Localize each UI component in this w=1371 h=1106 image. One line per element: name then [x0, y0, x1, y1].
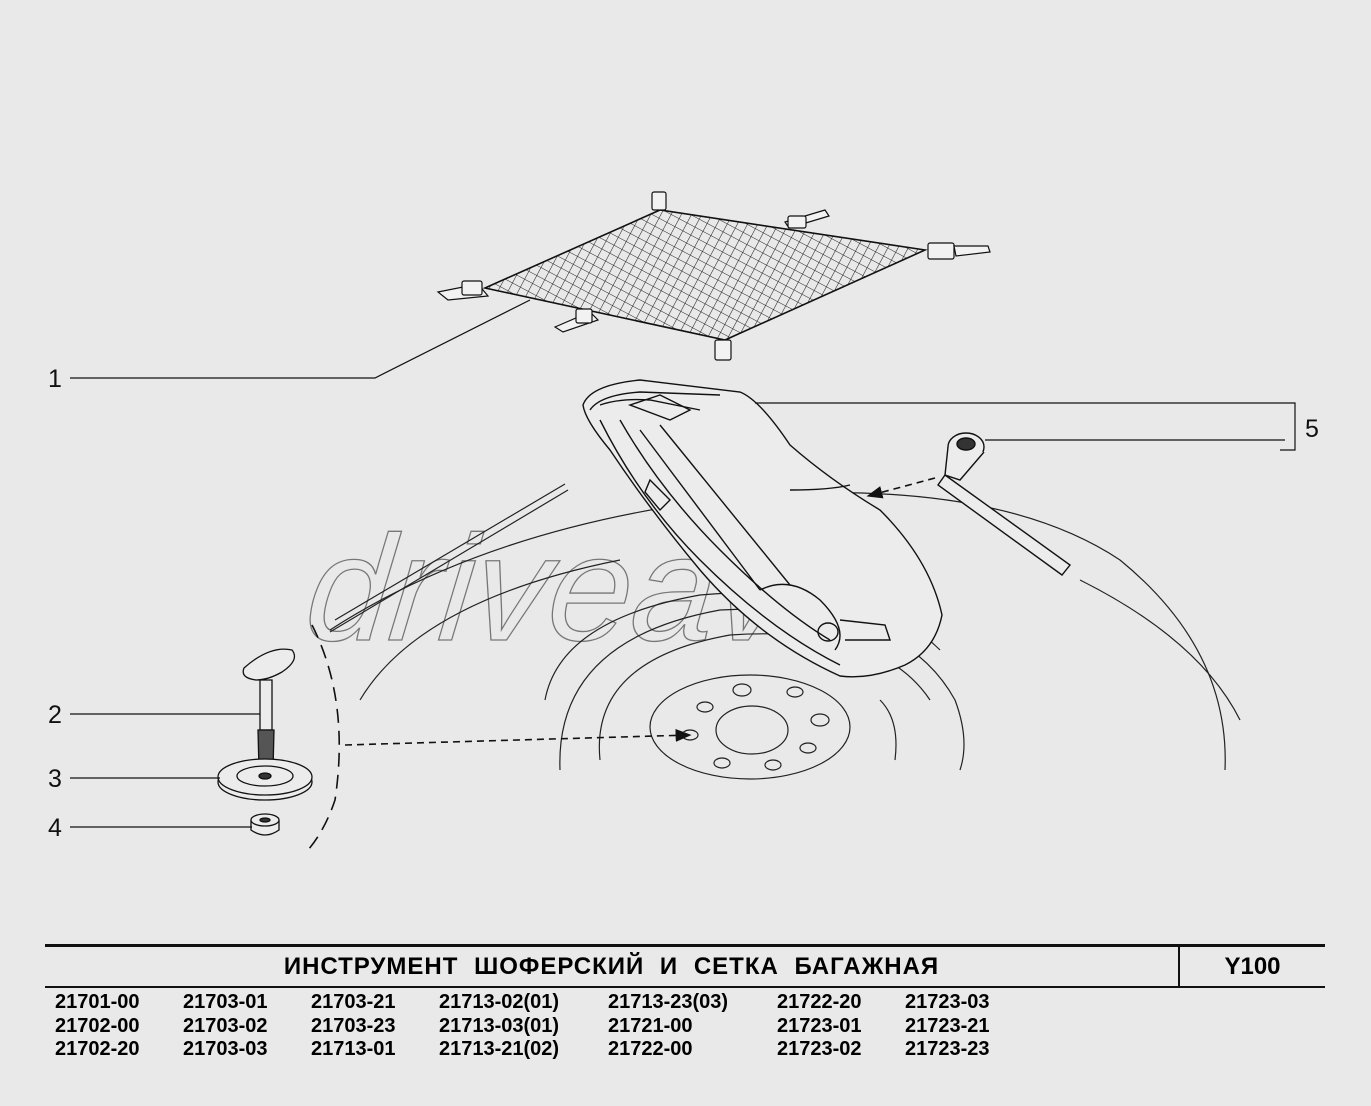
model-code: 21713-03(01) [439, 1014, 560, 1037]
model-code: 21702-00 [55, 1014, 140, 1037]
callout-1: 1 [48, 365, 62, 393]
bolt-arrow [344, 729, 692, 746]
model-code: 21713-23(03) [608, 991, 729, 1013]
model-code: 21703-03 [183, 1038, 268, 1060]
wheel-wrench [937, 432, 1072, 576]
model-code: 21703-02 [183, 1014, 268, 1037]
model-code: 21703-21 [311, 991, 396, 1013]
model-list: 21701-00 21702-00 21702-20 21703-01 2170… [55, 991, 1033, 1062]
washer [217, 758, 313, 801]
model-code: 21723-23 [905, 1038, 990, 1060]
leader-lines [70, 299, 1296, 828]
model-code: 21723-01 [777, 1014, 862, 1037]
model-code: 21703-01 [183, 991, 268, 1013]
spare-wheel-well [329, 483, 1241, 780]
model-code: 21723-02 [777, 1038, 862, 1060]
model-code: 21721-00 [608, 1014, 693, 1037]
model-code: 21723-21 [905, 1014, 990, 1037]
section-code: Y100 [1224, 952, 1281, 980]
model-column: 21701-00 21702-00 21702-20 [55, 991, 183, 1062]
model-column: 21703-01 21703-02 21703-03 [183, 991, 311, 1062]
diagram-title: ИНСТРУМЕНТ ШОФЕРСКИЙ И СЕТКА БАГАЖНАЯ [45, 947, 1180, 986]
callout-3: 3 [48, 765, 62, 793]
title-bar: ИНСТРУМЕНТ ШОФЕРСКИЙ И СЕТКА БАГАЖНАЯ Y1… [45, 944, 1325, 988]
model-column: 21722-20 21723-01 21723-02 [777, 991, 905, 1062]
callout-4: 4 [48, 814, 62, 842]
fastening-bolt [242, 648, 296, 771]
luggage-net [436, 191, 991, 361]
model-code: 21713-01 [311, 1038, 396, 1060]
tool-bag [582, 379, 943, 678]
model-code: 21723-03 [905, 991, 990, 1013]
model-column: 21713-23(03) 21721-00 21722-00 [608, 991, 777, 1062]
model-code: 21701-00 [55, 991, 140, 1013]
model-code: 21713-21(02) [439, 1038, 560, 1060]
callout-5: 5 [1305, 415, 1319, 443]
model-column: 21713-02(01) 21713-03(01) 21713-21(02) [439, 991, 608, 1062]
model-code: 21702-20 [55, 1038, 140, 1060]
model-code: 21713-02(01) [439, 991, 560, 1013]
model-column: 21723-03 21723-21 21723-23 [905, 991, 1033, 1062]
spacer-sleeve [250, 813, 280, 836]
model-code: 21722-00 [608, 1038, 693, 1060]
callout-2: 2 [48, 701, 62, 729]
model-code: 21703-23 [311, 1014, 396, 1037]
model-column: 21703-21 21703-23 21713-01 [311, 991, 439, 1062]
model-code: 21722-20 [777, 991, 862, 1013]
